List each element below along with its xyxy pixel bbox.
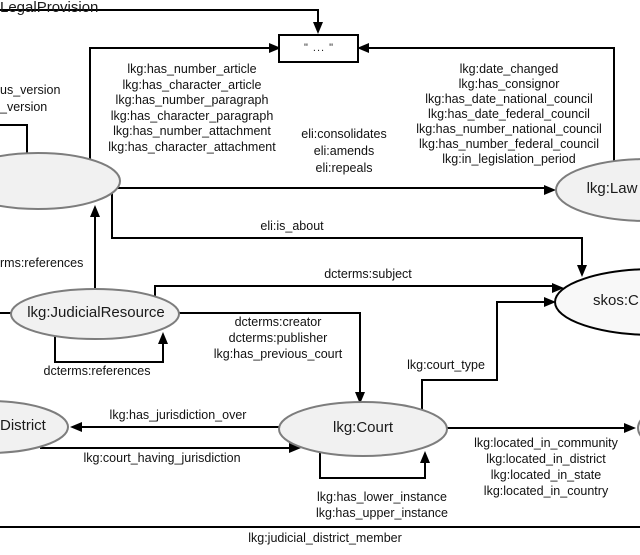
edge-label-jr-self-references: dcterms:references xyxy=(43,364,151,378)
arrowhead-into-literal-left xyxy=(269,43,281,53)
edge-label-line: lkg:has_number_paragraph xyxy=(115,93,269,107)
edge-label-law-literal: lkg:date_changed lkg:has_consignor lkg:h… xyxy=(416,62,602,167)
edge-court-type-line xyxy=(421,301,546,410)
edge-label-court-type: lkg:court_type xyxy=(407,358,485,372)
edge-label-line: lkg:has_date_federal_council xyxy=(428,107,590,121)
node-district-label: District xyxy=(0,417,46,434)
edge-label-line: lkg:located_in_state xyxy=(490,468,602,482)
arrowhead-into-literal-top xyxy=(313,22,323,34)
edge-label-line: lkg:has_consignor xyxy=(458,77,560,91)
arrowhead-into-literal-right xyxy=(357,43,369,53)
node-literal-label: " ... " xyxy=(303,42,335,54)
node-court-label: lkg:Court xyxy=(332,419,394,436)
edge-label-line: lkg:has_number_attachment xyxy=(113,124,271,138)
arrowhead-is-about-into-concept xyxy=(577,265,587,277)
edge-label-line: lkg:has_character_article xyxy=(122,77,262,92)
edge-label-line: lkg:located_in_country xyxy=(483,484,609,498)
edge-label-line: lkg:has_number_federal_council xyxy=(419,137,599,151)
edge-jr-court-line xyxy=(179,312,361,395)
edge-label-references-clipped: rms:references xyxy=(0,256,84,270)
edge-label-line: lkg:date_changed xyxy=(459,62,559,76)
arrowhead-into-right-node xyxy=(624,423,636,433)
edge-label-subject: dcterms:subject xyxy=(324,267,412,281)
edge-label-version-top-clipped: us_version xyxy=(0,83,61,97)
node-district-ellipse xyxy=(0,400,69,454)
edge-label-line: lkg:has_lower_instance xyxy=(317,490,447,504)
edge-label-located: lkg:located_in_community lkg:located_in_… xyxy=(474,435,618,499)
edge-label-district-member: lkg:judicial_district_member xyxy=(248,531,402,545)
node-literal-box xyxy=(278,34,359,63)
edge-label-provision-literal: lkg:has_number_article lkg:has_character… xyxy=(108,62,275,155)
edge-label-jr-court: dcterms:creator dcterms:publisher lkg:ha… xyxy=(214,314,343,362)
edge-label-line: lkg:located_in_district xyxy=(486,452,606,466)
arrowhead-into-court-top xyxy=(355,392,365,404)
node-judicialresource-ellipse xyxy=(10,288,180,340)
edge-label-court-instances: lkg:has_lower_instance lkg:has_upper_ins… xyxy=(316,489,448,521)
node-law-label: lkg:Law xyxy=(586,180,638,197)
arrowhead-subject-into-concept xyxy=(552,283,564,293)
edge-label-jurisdiction-over: lkg:has_jurisdiction_over xyxy=(109,408,247,422)
edge-label-line: lkg:has_character_paragraph xyxy=(110,108,274,123)
edge-label-court-having-jurisdiction: lkg:court_having_jurisdiction xyxy=(83,451,241,465)
edge-label-line: lkg:in_legislation_period xyxy=(442,152,576,166)
edge-label-line: lkg:has_upper_instance xyxy=(315,506,449,520)
arrowhead-into-court-left xyxy=(289,443,301,453)
node-legalprovision-label: LegalProvision xyxy=(0,0,99,16)
node-concept-ellipse xyxy=(554,268,640,336)
edge-is-about-line xyxy=(111,193,583,268)
arrowhead-into-legalprovision xyxy=(90,205,100,217)
edge-label-line: lkg:has_character_attachment xyxy=(108,139,276,154)
edge-provision-literal-line xyxy=(89,47,272,159)
arrowhead-court-type-into-concept xyxy=(544,297,556,307)
arrowhead-court-self-loop xyxy=(420,451,430,463)
arrowhead-into-law xyxy=(544,185,556,195)
arrowhead-jr-self-loop xyxy=(158,332,168,344)
edge-label-line: eli:repeals xyxy=(315,161,373,175)
edge-label-version-bottom-clipped: _version xyxy=(0,100,48,114)
node-concept-label: skos:C xyxy=(593,292,639,309)
node-law-ellipse xyxy=(555,158,640,222)
node-court-ellipse xyxy=(278,401,448,457)
edge-label-is-about: eli:is_about xyxy=(260,219,324,233)
edge-label-line: lkg:located_in_community xyxy=(474,436,618,450)
arrowhead-into-district xyxy=(70,422,82,432)
edge-label-line: lkg:has_number_national_council xyxy=(416,122,602,136)
edge-jr-self-loop-line xyxy=(54,336,164,363)
edge-label-provision-law: eli:consolidates eli:amends eli:repeals xyxy=(301,126,386,177)
edge-court-self-loop-line xyxy=(319,452,426,479)
node-legalprovision-ellipse xyxy=(0,152,121,210)
edge-top-loop-line xyxy=(0,9,319,25)
node-judicialresource-label: lkg:JudicialResource xyxy=(27,304,165,321)
edge-version-return-line xyxy=(0,124,28,155)
edge-label-line: dcterms:creator xyxy=(234,315,322,329)
edge-subject-line xyxy=(154,285,553,296)
edge-label-line: eli:amends xyxy=(313,144,375,158)
edge-law-literal-line xyxy=(364,47,615,163)
edge-label-line: eli:consolidates xyxy=(301,127,387,141)
edge-label-line: lkg:has_date_national_council xyxy=(425,92,593,106)
edge-label-line: lkg:has_number_article xyxy=(127,62,257,76)
edge-label-line: lkg:has_previous_court xyxy=(213,347,343,361)
edge-label-line: dcterms:publisher xyxy=(228,331,328,345)
